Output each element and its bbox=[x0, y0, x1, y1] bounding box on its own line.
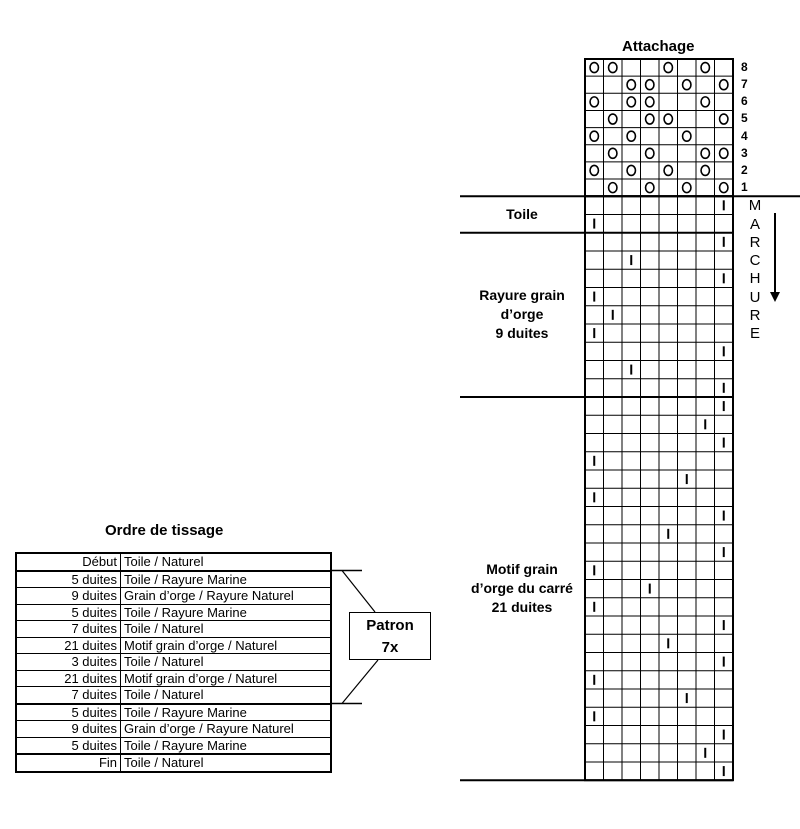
order-description: Toile / Rayure Marine bbox=[120, 703, 331, 721]
order-count: Début bbox=[16, 553, 121, 572]
tie-up-mark bbox=[644, 96, 655, 108]
tie-up-mark bbox=[607, 61, 618, 74]
order-count: Fin bbox=[16, 754, 121, 772]
tie-up-mark bbox=[718, 147, 729, 160]
shaft-number: 5 bbox=[741, 111, 748, 126]
order-description: Toile / Naturel bbox=[120, 686, 331, 705]
shaft-number: 4 bbox=[741, 128, 748, 143]
attachage-title: Attachage bbox=[622, 38, 695, 55]
direction-letter: A bbox=[749, 215, 760, 233]
ordre-title: Ordre de tissage bbox=[105, 522, 224, 539]
section-label: Rayure grain d’orge 9 duites bbox=[479, 287, 565, 342]
direction-letter: M bbox=[748, 197, 762, 215]
tie-up-mark bbox=[718, 78, 729, 91]
shaft-number: 2 bbox=[741, 162, 748, 177]
order-description: Grain d’orge / Rayure Naturel bbox=[120, 720, 331, 738]
repeat-bracket-diagonal-bottom bbox=[341, 659, 379, 704]
direction-letter: R bbox=[749, 307, 761, 324]
order-count: 7 duites bbox=[16, 620, 121, 638]
tie-up-mark bbox=[626, 96, 637, 108]
direction-letter: C bbox=[749, 252, 761, 270]
patron-repeat: 7x bbox=[381, 639, 399, 656]
tie-up-mark bbox=[700, 96, 711, 108]
shaft-number: 6 bbox=[741, 94, 748, 109]
tie-up-mark bbox=[681, 181, 692, 194]
tie-up-mark bbox=[663, 61, 674, 74]
tie-up-mark bbox=[663, 164, 674, 177]
order-count: 5 duites bbox=[16, 604, 121, 621]
tie-up-mark bbox=[700, 164, 711, 177]
shaft-number: 3 bbox=[741, 145, 748, 160]
tie-up-mark bbox=[644, 78, 655, 91]
tie-up-mark bbox=[663, 113, 674, 125]
tie-up-mark bbox=[589, 164, 600, 177]
tie-up-mark bbox=[644, 181, 655, 194]
order-description: Motif grain d’orge / Naturel bbox=[120, 670, 331, 687]
repeat-bracket-diagonal-top bbox=[341, 570, 376, 613]
order-description: Toile / Rayure Marine bbox=[120, 570, 331, 588]
order-count: 7 duites bbox=[16, 686, 121, 705]
order-count: 9 duites bbox=[16, 587, 121, 605]
order-count: 21 duites bbox=[16, 670, 121, 687]
direction-letter: R bbox=[749, 233, 761, 251]
tie-up-mark bbox=[626, 130, 637, 142]
order-count: 21 duites bbox=[16, 637, 121, 654]
tie-up-mark bbox=[644, 147, 655, 160]
order-description: Toile / Naturel bbox=[120, 653, 331, 671]
shaft-number: 7 bbox=[741, 77, 748, 92]
order-count: 5 duites bbox=[16, 570, 121, 588]
tie-up-mark bbox=[718, 113, 729, 125]
tie-up-mark bbox=[589, 96, 600, 108]
order-count: 9 duites bbox=[16, 720, 121, 738]
section-label: Motif grain d’orge du carré 21 duites bbox=[471, 561, 573, 616]
tie-up-mark bbox=[626, 78, 637, 91]
tie-up-mark bbox=[700, 147, 711, 160]
order-description: Toile / Rayure Marine bbox=[120, 737, 331, 755]
direction-letter: H bbox=[749, 270, 761, 288]
tie-up-mark bbox=[607, 113, 618, 125]
shaft-number: 1 bbox=[741, 180, 748, 195]
order-description: Toile / Naturel bbox=[120, 620, 331, 638]
direction-letter: E bbox=[749, 325, 760, 343]
order-count: 3 duites bbox=[16, 653, 121, 671]
patron-box: Patron 7x bbox=[349, 612, 431, 660]
tie-up-mark bbox=[589, 130, 600, 142]
tie-up-mark bbox=[681, 130, 692, 142]
tie-up-mark bbox=[607, 147, 618, 160]
order-description: Motif grain d’orge / Naturel bbox=[120, 637, 331, 654]
order-count: 5 duites bbox=[16, 737, 121, 755]
tie-up-mark bbox=[626, 164, 637, 177]
section-label: Toile bbox=[506, 205, 538, 222]
order-description: Toile / Naturel bbox=[124, 755, 204, 771]
direction-letter: U bbox=[749, 288, 761, 306]
order-count: 5 duites bbox=[16, 703, 121, 721]
patron-label: Patron bbox=[366, 617, 414, 634]
tie-up-mark bbox=[644, 113, 655, 125]
tie-up-mark bbox=[681, 78, 692, 91]
order-description: Grain d’orge / Rayure Naturel bbox=[120, 587, 331, 605]
order-description: Toile / Rayure Marine bbox=[120, 604, 331, 621]
tie-up-mark bbox=[718, 181, 729, 194]
tie-up-mark bbox=[700, 61, 711, 74]
tie-up-mark bbox=[589, 61, 600, 74]
direction-arrow-head bbox=[770, 292, 780, 302]
order-description: Toile / Naturel bbox=[120, 553, 331, 572]
shaft-number: 8 bbox=[741, 60, 748, 74]
tie-up-mark bbox=[607, 181, 618, 194]
